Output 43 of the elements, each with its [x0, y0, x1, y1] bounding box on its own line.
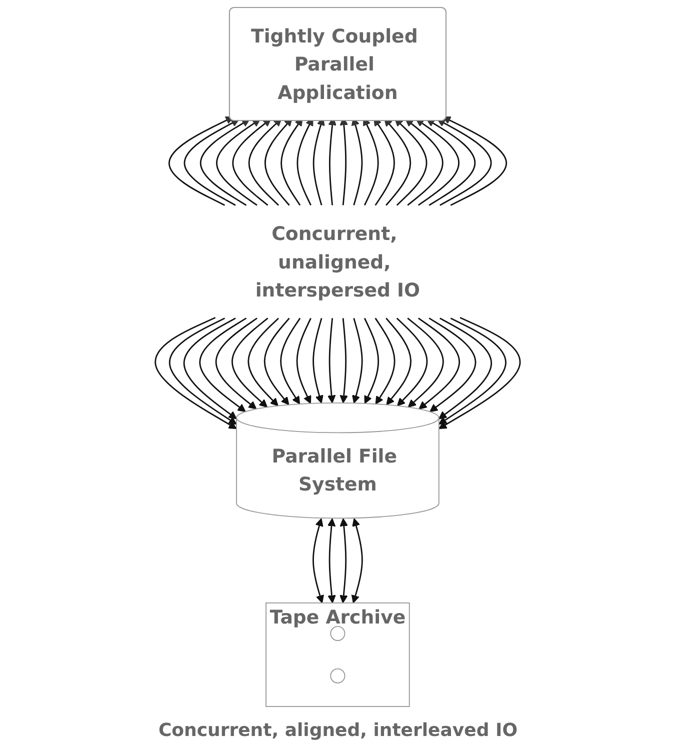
arrow — [352, 318, 364, 404]
arrow — [328, 518, 336, 604]
arrow — [232, 318, 268, 408]
arrow — [184, 318, 238, 420]
arrow — [264, 318, 290, 406]
arrow — [155, 316, 238, 430]
application-box: Tightly Coupled Parallel Application — [229, 7, 447, 121]
arrow — [437, 118, 492, 206]
arrow — [429, 318, 476, 412]
arrow — [418, 318, 460, 410]
arrow — [438, 316, 521, 430]
arrow — [407, 318, 444, 408]
arrow — [375, 318, 396, 404]
arrow — [352, 518, 364, 604]
arrow — [248, 318, 280, 406]
arrow — [312, 518, 324, 604]
arrow — [340, 518, 348, 604]
arrow — [280, 318, 301, 404]
arrow — [232, 118, 272, 206]
arrow — [200, 118, 250, 206]
arrow — [296, 318, 312, 404]
arrow — [438, 318, 507, 425]
arrow — [312, 318, 324, 404]
io-label: Concurrent, unaligned, interspersed IO — [256, 222, 420, 302]
arrow — [396, 318, 428, 406]
arrow — [442, 116, 508, 206]
file-system-cylinder: Parallel File System — [236, 402, 440, 519]
tape-reel — [330, 626, 346, 642]
arrow — [169, 318, 238, 425]
io-label: Concurrent, aligned, interleaved IO — [158, 720, 518, 741]
tape-reel — [330, 668, 346, 684]
arrow — [426, 118, 476, 206]
arrow — [340, 318, 348, 404]
arrow — [416, 118, 460, 206]
arrow — [216, 118, 261, 206]
tape-archive-box: Tape Archive — [266, 602, 410, 707]
arrow — [438, 318, 492, 420]
arrow — [364, 318, 380, 404]
arrow — [386, 318, 412, 406]
arrow — [184, 118, 240, 206]
arrow — [199, 318, 247, 412]
arrow — [216, 318, 258, 410]
arrow — [328, 318, 336, 404]
